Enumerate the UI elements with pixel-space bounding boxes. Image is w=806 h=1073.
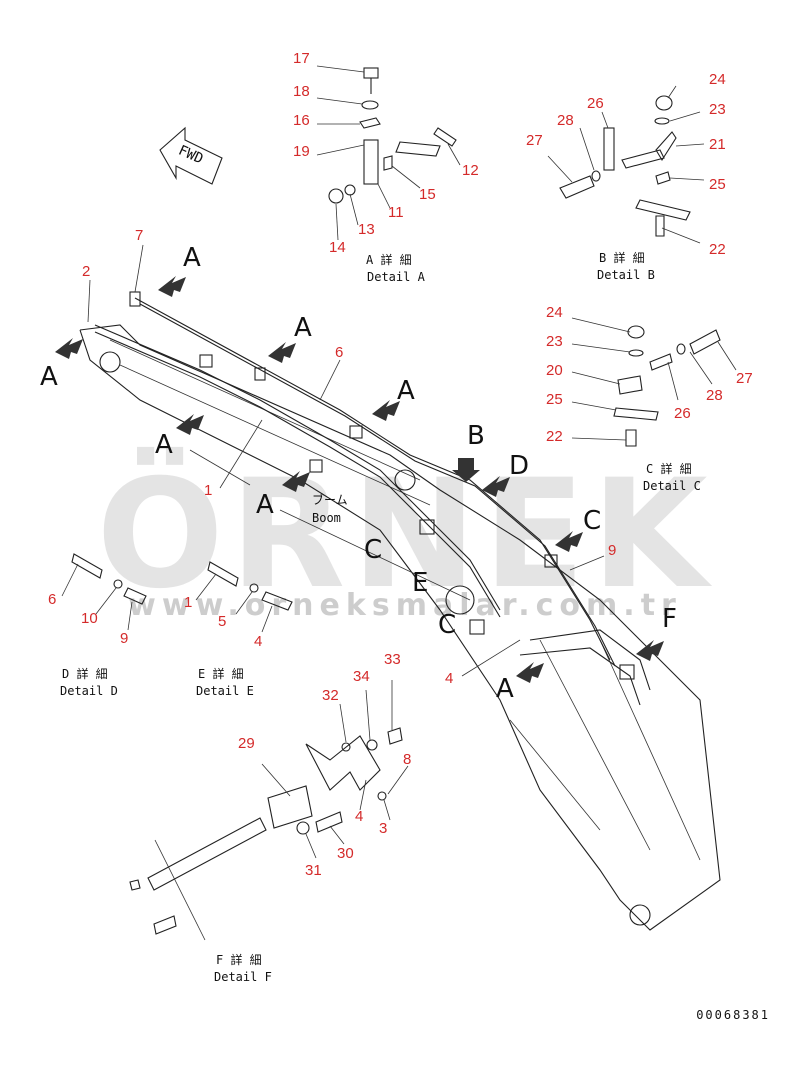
- part-number-11: 11: [388, 204, 404, 221]
- detail-f-label-en: Detail F: [214, 970, 272, 984]
- pipes: [94, 297, 651, 831]
- part-number-1: 1: [184, 594, 193, 611]
- detail-e-label-en: Detail E: [196, 684, 254, 698]
- view-letter-d: D: [509, 451, 530, 481]
- part-number-24: 24: [546, 304, 563, 321]
- boom-body: [79, 324, 721, 931]
- part-number-4: 4: [254, 633, 263, 650]
- clamps: [129, 291, 635, 680]
- detail-c-label-jp: C 詳 細: [646, 462, 692, 476]
- view-arrows: [55, 276, 664, 683]
- part-number-2: 2: [82, 263, 91, 280]
- part-number-22: 22: [709, 241, 726, 258]
- view-letter-c: C: [583, 506, 602, 536]
- view-letter-c: C: [364, 535, 383, 565]
- document-id: 00068381: [696, 1008, 770, 1022]
- fwd-arrow-icon: [159, 126, 223, 185]
- part-number-23: 23: [546, 333, 563, 350]
- part-number-19: 19: [293, 143, 310, 160]
- part-number-14: 14: [329, 239, 346, 256]
- detail-c-label-en: Detail C: [643, 479, 701, 493]
- detail-b-parts: [547, 85, 705, 244]
- part-number-4: 4: [355, 808, 364, 825]
- boom-label-en: Boom: [312, 511, 341, 525]
- boom-label-jp: ブーム: [312, 493, 348, 507]
- part-number-24: 24: [709, 71, 726, 88]
- view-letter-a: A: [397, 376, 415, 406]
- view-letter-a: A: [496, 674, 514, 704]
- detail-f-parts: [129, 680, 409, 941]
- main-leaders: [87, 244, 605, 677]
- part-number-27: 27: [526, 132, 543, 149]
- detail-d-label-jp: D 詳 細: [62, 667, 108, 681]
- part-number-9: 9: [120, 630, 129, 647]
- part-number-6: 6: [335, 344, 344, 361]
- part-number-16: 16: [293, 112, 310, 129]
- part-number-1: 1: [204, 482, 213, 499]
- detail-a-label-jp: A 詳 細: [366, 253, 412, 267]
- watermark-url: www.orneksmalar.com.tr: [128, 588, 682, 623]
- part-number-28: 28: [706, 387, 723, 404]
- part-number-12: 12: [462, 162, 479, 179]
- view-letter-a: A: [155, 430, 173, 460]
- part-number-15: 15: [419, 186, 436, 203]
- view-letter-b: B: [467, 421, 485, 451]
- detail-b-label-en: Detail B: [597, 268, 655, 282]
- part-number-34: 34: [353, 668, 370, 685]
- detail-b-label-jp: B 詳 細: [599, 251, 645, 265]
- part-number-5: 5: [218, 613, 227, 630]
- part-number-18: 18: [293, 83, 310, 100]
- detail-c-parts: [571, 317, 737, 447]
- part-number-26: 26: [587, 95, 604, 112]
- part-number-26: 26: [674, 405, 691, 422]
- view-letter-a: A: [256, 490, 274, 520]
- part-number-21: 21: [709, 136, 726, 153]
- part-number-25: 25: [546, 391, 563, 408]
- detail-d-e-parts: [61, 553, 293, 633]
- part-number-3: 3: [379, 820, 388, 837]
- detail-a-label-en: Detail A: [367, 270, 425, 284]
- part-number-31: 31: [305, 862, 322, 879]
- view-letter-a: A: [294, 313, 312, 343]
- part-number-25: 25: [709, 176, 726, 193]
- part-number-22: 22: [546, 428, 563, 445]
- view-letter-e: E: [412, 568, 429, 598]
- part-number-8: 8: [403, 751, 412, 768]
- detail-f-label-jp: F 詳 細: [216, 953, 262, 967]
- part-number-32: 32: [322, 687, 339, 704]
- part-number-17: 17: [293, 50, 310, 67]
- watermark-text: ÖRNEK: [96, 448, 714, 622]
- detail-a-parts: [316, 65, 461, 241]
- part-number-6: 6: [48, 591, 57, 608]
- detail-d-label-en: Detail D: [60, 684, 118, 698]
- detail-e-label-jp: E 詳 細: [198, 667, 244, 681]
- part-number-9: 9: [608, 542, 617, 559]
- part-number-13: 13: [358, 221, 375, 238]
- part-number-20: 20: [546, 362, 563, 379]
- view-letter-f: F: [662, 604, 677, 634]
- part-number-23: 23: [709, 101, 726, 118]
- part-number-29: 29: [238, 735, 255, 752]
- view-letter-a: A: [40, 362, 58, 392]
- part-number-4: 4: [445, 670, 454, 687]
- part-number-28: 28: [557, 112, 574, 129]
- part-number-10: 10: [81, 610, 98, 627]
- part-number-7: 7: [135, 227, 144, 244]
- part-number-27: 27: [736, 370, 753, 387]
- part-number-33: 33: [384, 651, 401, 668]
- part-number-30: 30: [337, 845, 354, 862]
- view-letter-c: C: [438, 610, 457, 640]
- view-letter-a: A: [183, 243, 201, 273]
